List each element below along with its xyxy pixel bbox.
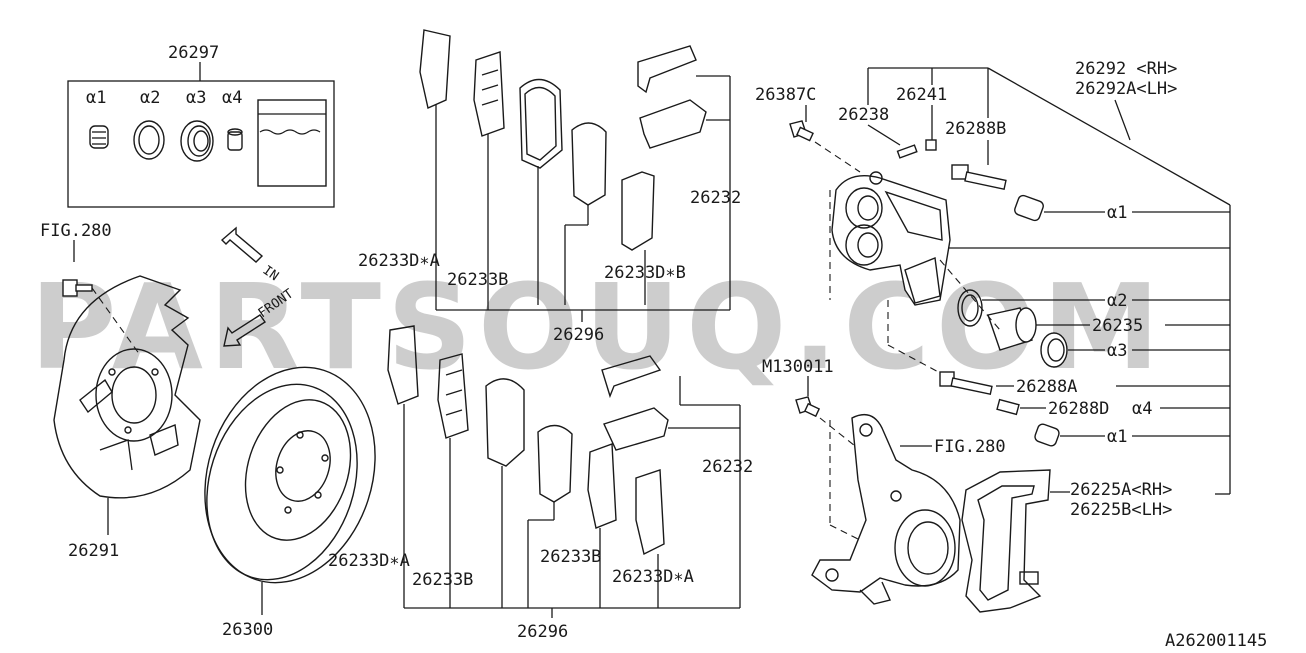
caliper-support-icon [961,469,1051,613]
rotor-icon [204,366,376,584]
diagram-id: A262001145 [1165,631,1267,651]
shield-bolt-group: FIG.280 [40,221,141,356]
top-shim-db-label[interactable]: 26233D∗B [604,263,686,283]
bushing-icon [996,398,1020,416]
dust-seal-icon [1040,332,1068,368]
callout-a2[interactable]: α2 [1107,291,1127,311]
pin-boot-icon [1014,194,1044,222]
shield-number[interactable]: 26291 [68,541,119,561]
fig280-right-ref[interactable]: FIG.280 [934,437,1006,457]
fig280-left-ref[interactable]: FIG.280 [40,221,112,241]
bleeder-label[interactable]: 26238 [838,105,889,125]
steering-knuckle-icon [811,414,961,605]
rotor-number[interactable]: 26300 [222,620,273,640]
kit-item-a4[interactable]: α4 [222,88,242,108]
top-pad-set-label[interactable]: 26296 [553,325,604,345]
shim-b-icon [473,51,505,137]
bottom-clip-label[interactable]: 26232 [702,457,753,477]
seal-kit-group: 26297 α1 α2 α3 α4 [67,43,335,208]
front-arrow-icon [223,314,266,347]
bottom-shim-da-label[interactable]: 26233D∗A [612,567,694,587]
bottom-shim-b-label[interactable]: 26233B [412,570,473,590]
guide-b-label[interactable]: 26288B [945,119,1006,139]
kit-item-a2[interactable]: α2 [140,88,160,108]
top-pad-set-group: 26233D∗A 26233B 26233D∗B 26232 26296 [358,29,741,345]
clip-2-icon [639,99,707,149]
brake-pad-bottom-2-icon [537,424,573,503]
caliper-body-icon [831,171,951,306]
callout-a1-bottom[interactable]: α1 [1107,427,1127,447]
caliper-bolt-icon [789,120,814,142]
support-bolt-icon [795,396,821,418]
grease-packet-icon [257,99,327,187]
kit-item-a1[interactable]: α1 [86,88,106,108]
bolt-m-label[interactable]: M130011 [762,357,834,377]
guide-pin-b-icon [951,164,1007,191]
in-arrow-icon [220,226,264,263]
in-arrow-label: IN [260,263,281,284]
bottom-shim-a-label[interactable]: 26233D∗A [328,551,410,571]
brake-rotor-group: 26300 [204,366,376,640]
brake-pad-bottom-icon [485,378,525,467]
caliper-rh-label[interactable]: 26292 <RH> [1075,59,1177,79]
seal-ring-icon [133,120,165,160]
bolt-c-label[interactable]: 26387C [755,85,816,105]
support-rh-label[interactable]: 26225A<RH> [1070,480,1172,500]
dust-shield-group: 26291 [53,275,201,561]
clip-bottom-icon [601,355,662,399]
shim-b-bottom2-icon [587,443,617,529]
piston-seal-ring-icon [957,289,983,327]
top-clip-label[interactable]: 26232 [690,188,741,208]
piston-seal-icon [180,120,214,162]
kit-number[interactable]: 26297 [168,43,219,63]
watermark: PARTSOUQ.COM [30,258,1166,396]
bleeder-cap-icon [925,139,937,151]
guide-a-label[interactable]: 26288A [1016,377,1077,397]
guide-pin-a-icon [939,371,993,396]
pin-boot-lower-icon [1034,423,1060,447]
shim-b2-icon [621,171,655,251]
callout-a1-top[interactable]: α1 [1107,203,1127,223]
bleeder-screw-icon [896,144,918,159]
callout-a4[interactable]: α4 [1132,399,1152,419]
guide-d-label[interactable]: 26288D [1048,399,1109,419]
dust-shield-icon [53,275,201,499]
brake-pad-2-icon [571,122,607,206]
piston-label[interactable]: 26235 [1092,316,1143,336]
bottom-shim-b2-label[interactable]: 26233B [540,547,601,567]
clip-bottom-2-icon [603,407,669,451]
bottom-pad-set-group: 26233D∗A 26233B 26233B 26233D∗A 26232 26… [328,325,753,642]
clip-icon [637,45,697,94]
caliper-lh-label[interactable]: 26292A<LH> [1075,79,1177,99]
cap-label[interactable]: 26241 [896,85,947,105]
top-shim-a-label[interactable]: 26233D∗A [358,251,440,271]
shim-bottom-a-icon [635,469,665,556]
shim-icon [419,29,451,109]
support-lh-label[interactable]: 26225B<LH> [1070,500,1172,520]
sleeve-icon [227,128,243,151]
brake-pad-icon [519,78,563,169]
bottom-pad-set-label[interactable]: 26296 [517,622,568,642]
caliper-group: 26387C 26238 26241 26288B 26292 <RH> 262… [755,59,1231,613]
top-shim-b-label[interactable]: 26233B [447,270,508,290]
kit-box [67,80,335,208]
piston-icon [987,307,1037,351]
shim-bottom-icon [387,325,419,405]
kit-item-a3[interactable]: α3 [186,88,206,108]
boot-icon [89,125,109,149]
shim-b-bottom-icon [437,353,469,439]
callout-a3[interactable]: α3 [1107,341,1127,361]
